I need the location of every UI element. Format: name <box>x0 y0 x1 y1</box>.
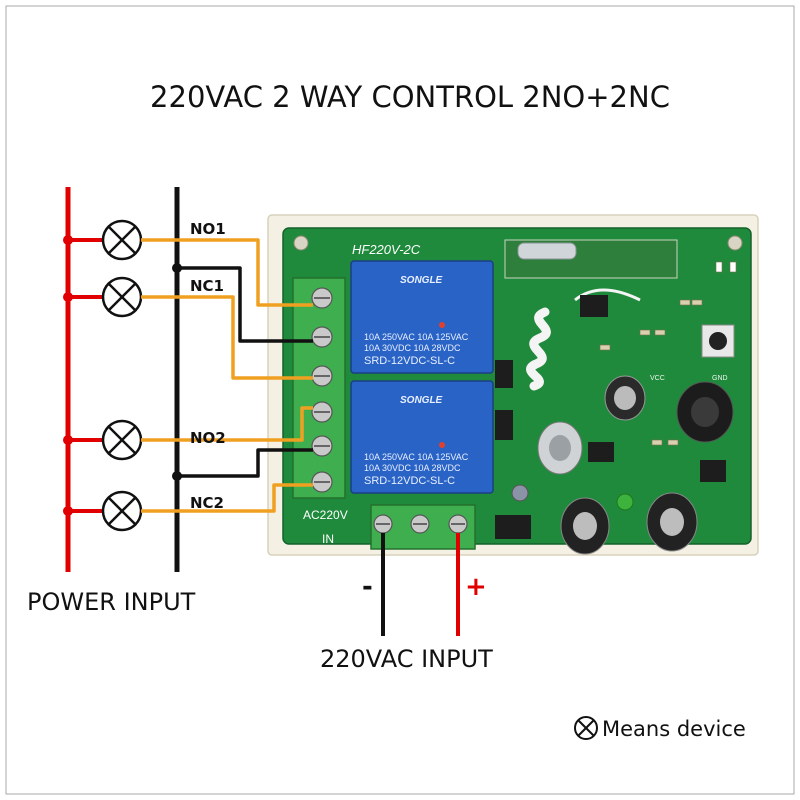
trimmer-icon <box>511 484 529 502</box>
legend-text: Means device <box>602 717 746 741</box>
board-vcc-label: VCC <box>650 375 665 382</box>
power-input-label: POWER INPUT <box>27 588 196 616</box>
ic-chip <box>700 460 726 482</box>
legend: Means device <box>574 716 746 741</box>
relay-1: SONGLE 10A 250VAC 10A 125VAC 10A 30VDC 1… <box>350 260 494 374</box>
device-4-icon <box>101 490 143 532</box>
pair-button-icon <box>701 324 735 358</box>
negative-sign: - <box>362 572 373 602</box>
board-gnd-label: GND <box>712 375 728 382</box>
device-wires <box>141 238 313 513</box>
channel-label-nc1: NC1 <box>190 277 224 295</box>
crystal <box>517 242 577 260</box>
svg-text:10A 250VAC 10A 125VAC: 10A 250VAC 10A 125VAC <box>364 332 469 342</box>
positive-sign: + <box>465 572 487 602</box>
led-icon <box>616 493 634 511</box>
device-symbol-icon <box>574 716 598 740</box>
relay-module-board: HF220V-2C SONGLE 10A 250VAC 10A 125VAC 1… <box>267 214 759 556</box>
channel-label-no2: NO2 <box>190 429 226 447</box>
ic-chip <box>580 295 608 317</box>
board-model: HF220V-2C <box>352 242 421 257</box>
live-branches <box>68 238 103 513</box>
svg-text:SRD-12VDC-SL-C: SRD-12VDC-SL-C <box>364 355 455 367</box>
board-in-label: IN <box>322 532 334 546</box>
svg-text:SONGLE: SONGLE <box>400 395 443 406</box>
svg-text:10A 30VDC 10A 28VDC: 10A 30VDC 10A 28VDC <box>364 343 461 353</box>
ic-chip <box>495 360 513 388</box>
capacitor-icon <box>537 421 583 475</box>
device-1-icon <box>101 219 143 261</box>
inductor-icon <box>676 381 734 443</box>
image-frame <box>5 5 795 795</box>
board-ac-label: AC220V <box>303 508 348 522</box>
channel-label-no1: NO1 <box>190 220 226 238</box>
mount-hole-icon <box>727 235 743 251</box>
antenna-coil-icon <box>526 288 641 391</box>
ac-input-label: 220VAC INPUT <box>320 645 493 673</box>
svg-text:SRD-12VDC-SL-C: SRD-12VDC-SL-C <box>364 475 455 487</box>
output-terminal-block <box>292 277 346 499</box>
common-wires <box>177 266 313 478</box>
smd-parts <box>599 261 737 446</box>
device-3-icon <box>101 419 143 461</box>
svg-text:10A 30VDC 10A 28VDC: 10A 30VDC 10A 28VDC <box>364 463 461 473</box>
capacitor-icon <box>560 497 610 555</box>
channel-label-nc2: NC2 <box>190 494 224 512</box>
svg-text:10A 250VAC 10A 125VAC: 10A 250VAC 10A 125VAC <box>364 452 469 462</box>
ic-chip <box>495 410 513 440</box>
diagram-title: 220VAC 2 WAY CONTROL 2NO+2NC <box>150 80 670 114</box>
svg-text:SONGLE: SONGLE <box>400 275 443 286</box>
ic-chip <box>588 442 614 462</box>
mount-hole-icon <box>293 235 309 251</box>
capacitor-icon <box>604 375 646 421</box>
relay-2: SONGLE 10A 250VAC 10A 125VAC 10A 30VDC 1… <box>350 380 494 494</box>
ic-chip <box>495 515 531 539</box>
capacitor-icon <box>646 492 698 552</box>
device-2-icon <box>101 276 143 318</box>
